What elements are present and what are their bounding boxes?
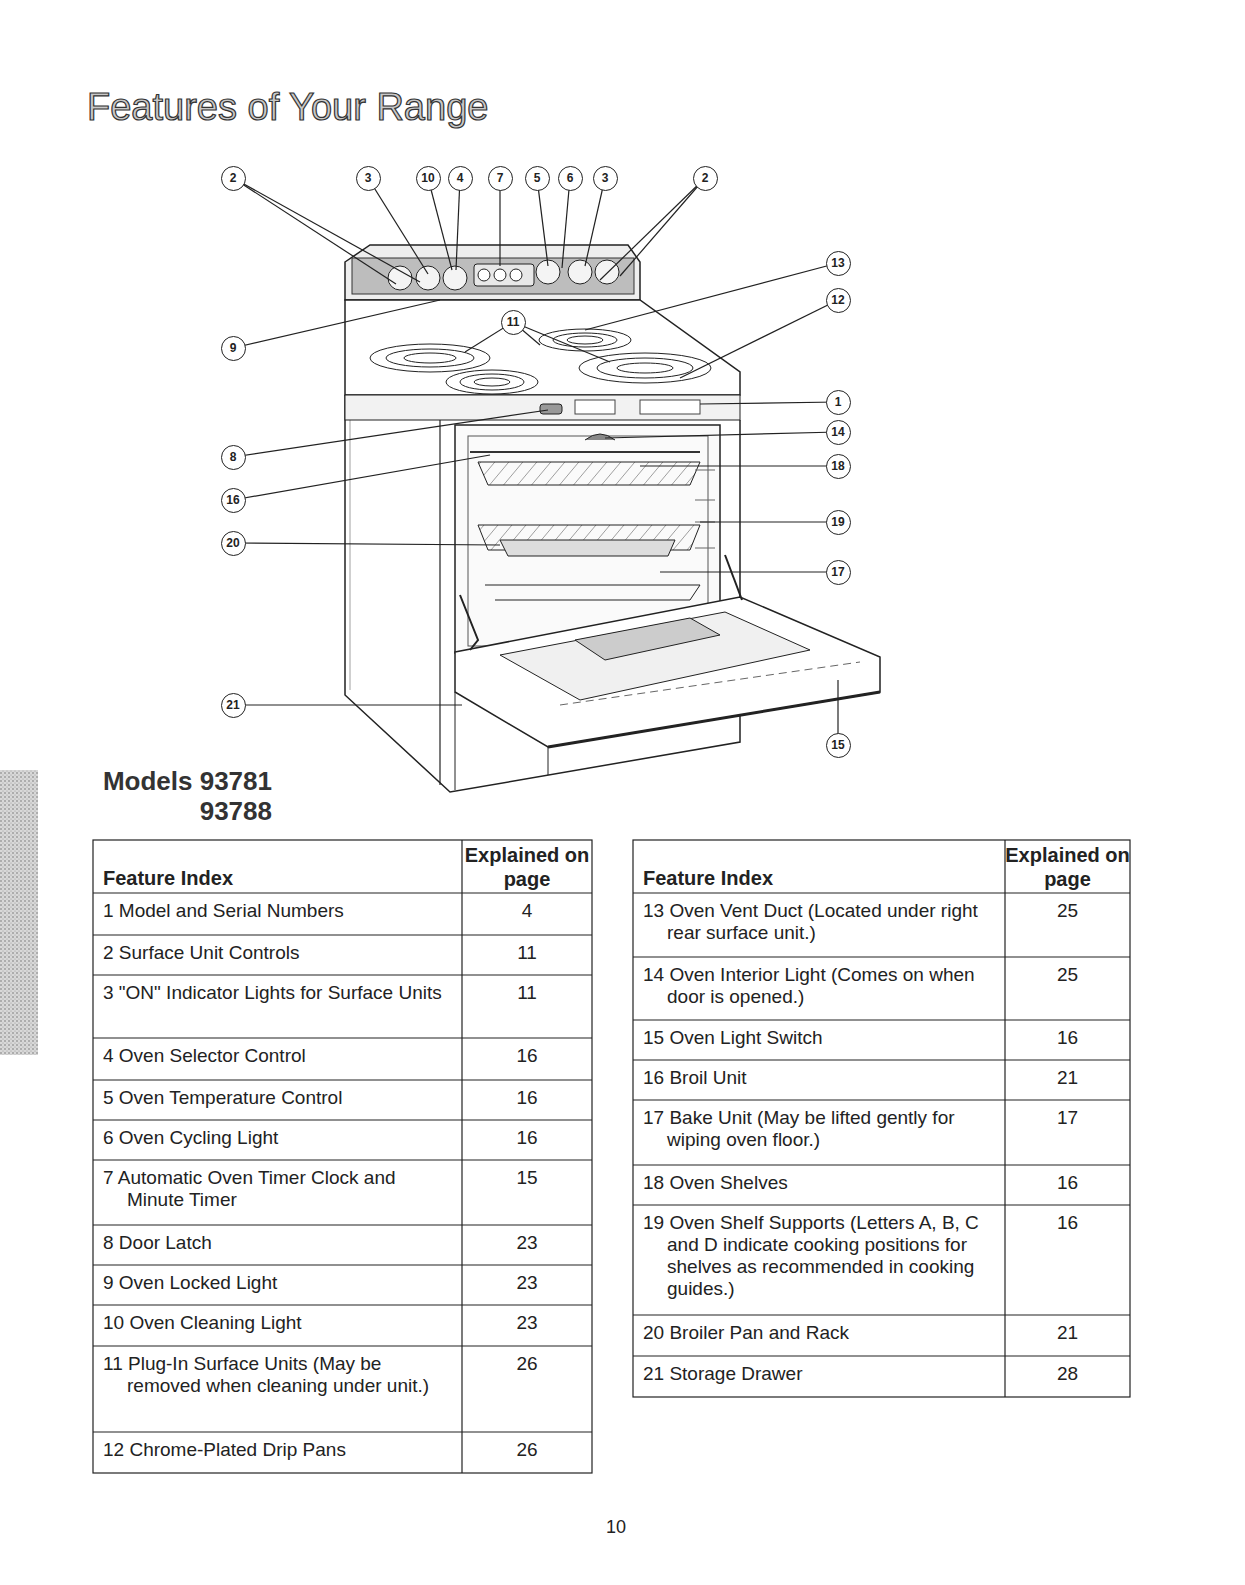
page-cell: 4 [462, 900, 592, 922]
callout-number: 17 [826, 560, 851, 585]
table-cell: 14 Oven Interior Light (Comes on when do… [643, 964, 997, 1008]
page-cell: 25 [1005, 964, 1130, 986]
page-cell: 23 [462, 1232, 592, 1254]
table-cell: 17 Bake Unit (May be lifted gently for w… [643, 1107, 997, 1151]
page-cell: 21 [1005, 1067, 1130, 1089]
page-number: 10 [606, 1517, 626, 1538]
page-title: Features of Your Range [87, 86, 488, 129]
callout-number: 1 [826, 390, 851, 415]
callout-number: 7 [488, 166, 513, 191]
callout-number: 20 [221, 531, 246, 556]
callout-number: 13 [826, 251, 851, 276]
page-cell: 16 [462, 1127, 592, 1149]
page-cell: 23 [462, 1312, 592, 1334]
page-cell: 23 [462, 1272, 592, 1294]
callout-number: 15 [826, 733, 851, 758]
table-header: Feature Index [643, 866, 995, 890]
margin-tab [0, 770, 38, 1055]
table-cell: 18 Oven Shelves [643, 1172, 997, 1194]
page-cell: 17 [1005, 1107, 1130, 1129]
table-cell: 7 Automatic Oven Timer Clock and Minute … [103, 1167, 454, 1211]
page-cell: 11 [462, 982, 592, 1004]
callout-number: 2 [221, 166, 246, 191]
table-cell: 3 "ON" Indicator Lights for Surface Unit… [103, 982, 454, 1004]
page-cell: 11 [462, 942, 592, 964]
page-cell: 15 [462, 1167, 592, 1189]
table-cell: 13 Oven Vent Duct (Located under right r… [643, 900, 997, 944]
callout-number: 8 [221, 445, 246, 470]
table-header: Explained on page [1005, 843, 1130, 891]
table-cell: 9 Oven Locked Light [103, 1272, 454, 1294]
page-cell: 25 [1005, 900, 1130, 922]
callout-number: 3 [593, 166, 618, 191]
callout-number: 19 [826, 510, 851, 535]
page-cell: 16 [462, 1087, 592, 1109]
page-cell: 21 [1005, 1322, 1130, 1344]
page-cell: 26 [462, 1353, 592, 1375]
page-cell: 26 [462, 1439, 592, 1461]
callout-number: 14 [826, 420, 851, 445]
page-cell: 28 [1005, 1363, 1130, 1385]
callout-number: 4 [448, 166, 473, 191]
table-cell: 10 Oven Cleaning Light [103, 1312, 454, 1334]
table-cell: 19 Oven Shelf Supports (Letters A, B, C … [643, 1212, 997, 1300]
page-cell: 16 [462, 1045, 592, 1067]
table-cell: 15 Oven Light Switch [643, 1027, 997, 1049]
callout-number: 3 [356, 166, 381, 191]
table-cell: 1 Model and Serial Numbers [103, 900, 454, 922]
page-cell: 16 [1005, 1027, 1130, 1049]
table-header: Feature Index [103, 866, 452, 890]
table-grid [93, 840, 1130, 1473]
callout-number: 21 [221, 693, 246, 718]
callout-number: 18 [826, 454, 851, 479]
page-cell: 16 [1005, 1212, 1130, 1234]
callout-number: 12 [826, 288, 851, 313]
table-cell: 2 Surface Unit Controls [103, 942, 454, 964]
leader-lines [233, 178, 838, 745]
table-cell: 5 Oven Temperature Control [103, 1087, 454, 1109]
callout-number: 6 [558, 166, 583, 191]
table-cell: 16 Broil Unit [643, 1067, 997, 1089]
table-cell: 8 Door Latch [103, 1232, 454, 1254]
table-cell: 12 Chrome-Plated Drip Pans [103, 1439, 454, 1461]
table-header: Explained on page [462, 843, 592, 891]
callout-number: 5 [525, 166, 550, 191]
callout-number: 10 [416, 166, 441, 191]
callout-number: 2 [693, 166, 718, 191]
page-cell: 16 [1005, 1172, 1130, 1194]
table-cell: 11 Plug-In Surface Units (May be removed… [103, 1353, 454, 1397]
callout-number: 9 [221, 336, 246, 361]
callout-number: 11 [501, 310, 526, 335]
callout-number: 16 [221, 488, 246, 513]
table-cell: 21 Storage Drawer [643, 1363, 997, 1385]
model-numbers: Models 93781 93788 [88, 766, 272, 826]
table-cell: 6 Oven Cycling Light [103, 1127, 454, 1149]
table-cell: 20 Broiler Pan and Rack [643, 1322, 997, 1344]
table-cell: 4 Oven Selector Control [103, 1045, 454, 1067]
